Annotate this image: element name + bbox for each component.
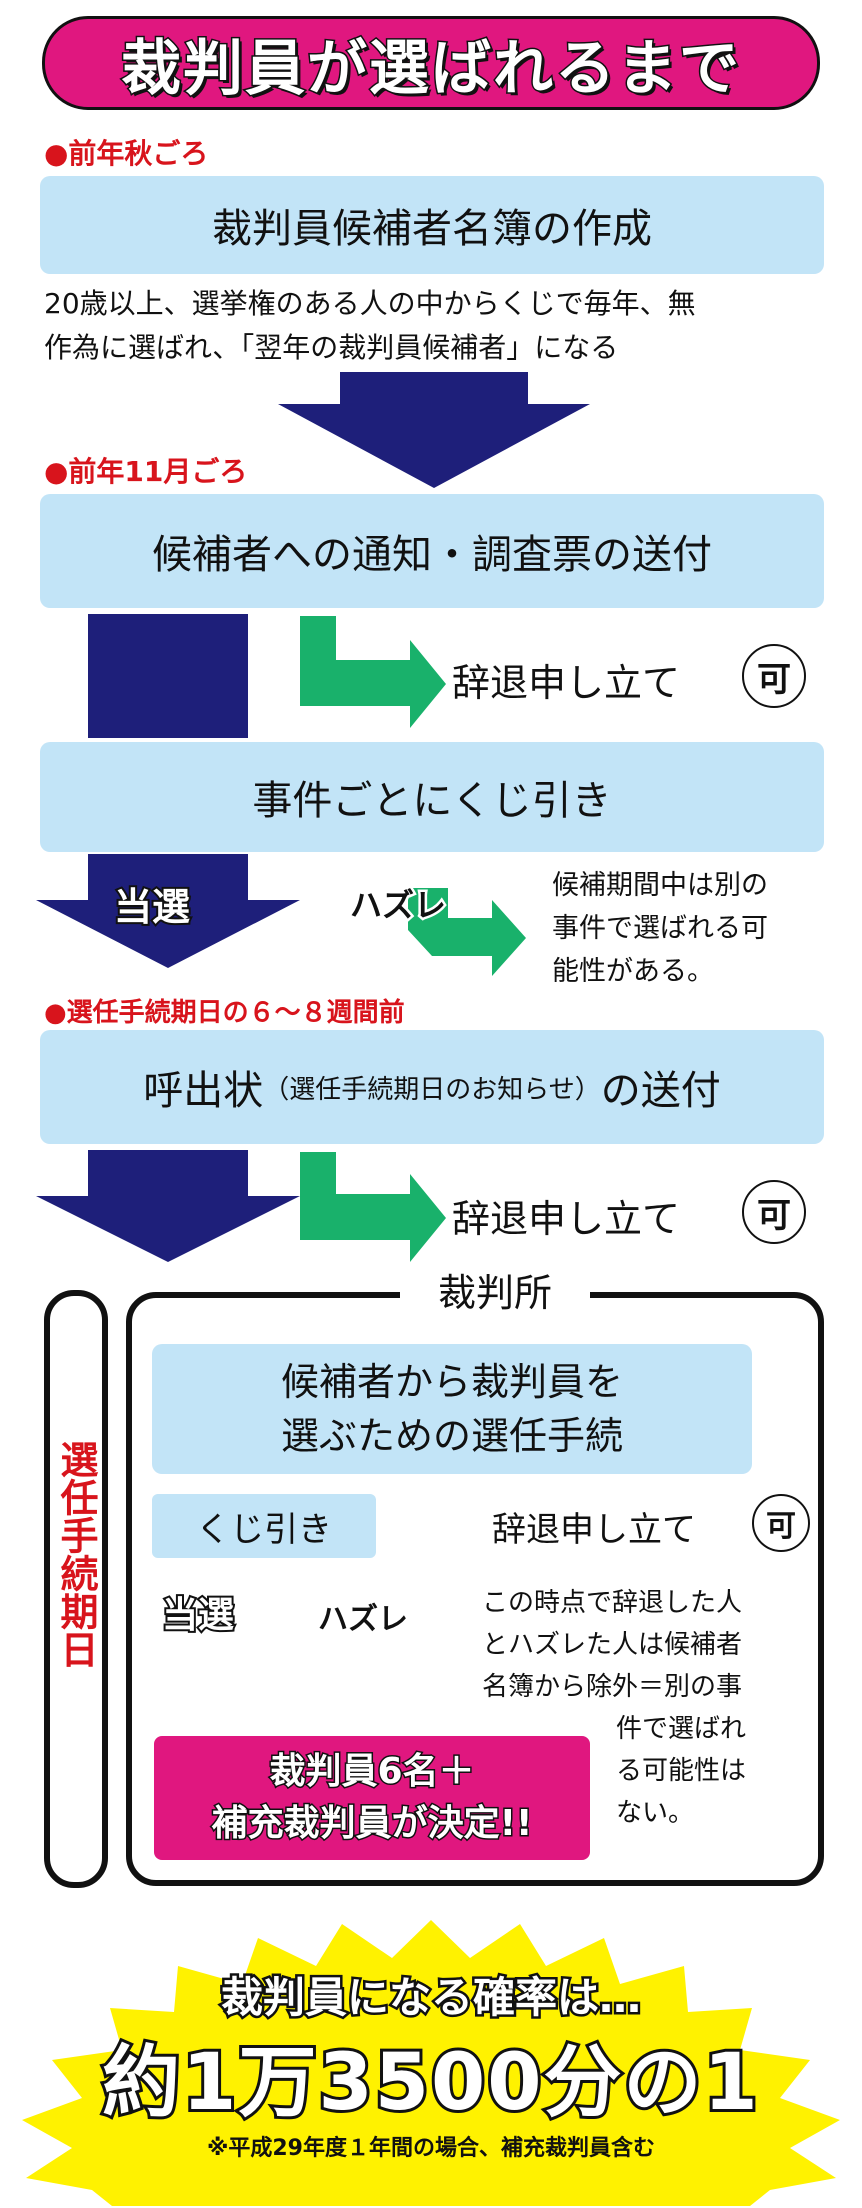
green-arrow-2 bbox=[408, 888, 526, 976]
box-candidate-list-label: 裁判員候補者名簿の作成 bbox=[212, 206, 652, 252]
summons-main: 呼出状 bbox=[143, 1068, 264, 1114]
note-other-cases-line-2: 事件で選ばれる可 bbox=[552, 913, 768, 944]
probability-note: ※平成29年度１年間の場合、補充裁判員含む bbox=[206, 2136, 655, 2161]
not-selected-label-2: ハズレ bbox=[316, 1600, 411, 1640]
selected-label-2: 当選 bbox=[160, 1593, 236, 1638]
timing-weeks-before: ●選任手続期日の６～８週間前 bbox=[44, 998, 405, 1028]
timing-november: ●前年11月ごろ bbox=[44, 455, 248, 488]
decline-request-3: 辞退申し立て bbox=[492, 1510, 696, 1550]
box-notification: 候補者への通知・調査票の送付 bbox=[40, 494, 824, 608]
note-excluded-line-2: とハズレた人は候補者 bbox=[482, 1630, 743, 1660]
allowed-badge-3-text: 可 bbox=[766, 1509, 796, 1544]
allowed-badge-1: 可 bbox=[742, 644, 806, 708]
note-other-cases: 候補期間中は別の 事件で選ばれる可 能性がある。 bbox=[552, 864, 852, 993]
down-arrow-4 bbox=[36, 1150, 300, 1262]
candidate-list-desc: 20歳以上、選挙権のある人の中からくじで毎年、無 作為に選ばれ、「翌年の裁判員候… bbox=[44, 282, 844, 370]
box-lottery-label: 事件ごとにくじ引き bbox=[252, 778, 612, 824]
not-selected-label-1: ハズレ bbox=[347, 884, 448, 927]
selection-day-label: 選任手続期日 bbox=[54, 1440, 98, 1668]
box-lottery: 事件ごとにくじ引き bbox=[40, 742, 824, 852]
box-summons: 呼出状 （選任手続期日のお知らせ） の送付 bbox=[40, 1030, 824, 1144]
note-excluded: この時点で辞退した人 とハズレた人は候補者 名簿から除外＝別の事 件で選ばれ る… bbox=[482, 1582, 812, 1834]
decline-request-1: 辞退申し立て bbox=[452, 661, 681, 705]
note-excluded-line-4: 件で選ばれ bbox=[616, 1714, 747, 1744]
title-banner: 裁判員が選ばれるまで bbox=[42, 16, 820, 110]
navy-bar-2 bbox=[88, 614, 248, 738]
probability-line-2: 約1万3500分の1 bbox=[99, 2035, 761, 2131]
note-excluded-line-1: この時点で辞退した人 bbox=[482, 1588, 743, 1618]
selection-procedure-line-2: 選ぶための選任手続 bbox=[280, 1414, 623, 1458]
green-arrow-3 bbox=[300, 1152, 446, 1262]
allowed-badge-2-text: 可 bbox=[757, 1195, 791, 1236]
selected-label-1: 当選 bbox=[112, 883, 192, 931]
note-excluded-line-5: る可能性は bbox=[616, 1756, 747, 1786]
allowed-badge-1-text: 可 bbox=[757, 659, 791, 700]
selection-day-frame bbox=[44, 1290, 108, 1888]
green-arrow-1 bbox=[300, 616, 446, 728]
desc-line-2: 作為に選ばれ、「翌年の裁判員候補者」になる bbox=[44, 331, 619, 364]
timing-autumn: ●前年秋ごろ bbox=[44, 137, 209, 170]
selection-procedure-line-1: 候補者から裁判員を bbox=[280, 1360, 623, 1404]
page-title: 裁判員が選ばれるまで bbox=[120, 32, 741, 105]
down-arrow-3 bbox=[36, 854, 300, 968]
box-notification-label: 候補者への通知・調査票の送付 bbox=[152, 532, 712, 578]
probability-line-1: 裁判員になる確率は… bbox=[218, 1971, 643, 2025]
jurors-decided-line-1: 裁判員6名＋ bbox=[268, 1750, 476, 1794]
probability-value: 約1万3500分の1 bbox=[0, 2020, 862, 2132]
note-excluded-line-3: 名簿から除外＝別の事 bbox=[482, 1672, 743, 1702]
decline-request-2: 辞退申し立て bbox=[452, 1197, 681, 1241]
court-lottery-label: くじ引き bbox=[196, 1509, 332, 1550]
probability-heading: 裁判員になる確率は… bbox=[0, 1964, 862, 2025]
allowed-badge-3: 可 bbox=[752, 1494, 810, 1552]
court-label: 裁判所 bbox=[400, 1268, 590, 1318]
summons-paren: （選任手続期日のお知らせ） bbox=[263, 1074, 601, 1105]
down-arrow-1 bbox=[278, 372, 590, 488]
summons-tail: の送付 bbox=[600, 1068, 721, 1114]
jurors-decided-line-2: 補充裁判員が決定!! bbox=[210, 1802, 534, 1846]
jurors-decided-box: 裁判員6名＋ 補充裁判員が決定!! bbox=[154, 1736, 590, 1860]
starburst bbox=[22, 1920, 840, 2206]
allowed-badge-2: 可 bbox=[742, 1180, 806, 1244]
note-other-cases-line-3: 能性がある。 bbox=[552, 956, 714, 987]
box-candidate-list: 裁判員候補者名簿の作成 bbox=[40, 176, 824, 274]
probability-note-wrap: ※平成29年度１年間の場合、補充裁判員含む bbox=[0, 2130, 862, 2162]
desc-line-1: 20歳以上、選挙権のある人の中からくじで毎年、無 bbox=[44, 287, 696, 320]
box-selection-procedure: 候補者から裁判員を 選ぶための選任手続 bbox=[152, 1344, 752, 1474]
note-other-cases-line-1: 候補期間中は別の bbox=[552, 870, 768, 901]
note-excluded-line-6: ない。 bbox=[616, 1798, 695, 1828]
box-court-lottery: くじ引き bbox=[152, 1494, 376, 1558]
